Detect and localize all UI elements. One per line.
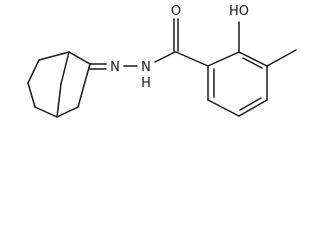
molecule-structure: N N H O HO bbox=[27, 4, 297, 118]
bond bbox=[266, 49, 297, 67]
bond bbox=[77, 63, 91, 108]
bond bbox=[242, 57, 263, 69]
bond bbox=[34, 106, 58, 118]
hydroxyl-label: HO bbox=[229, 4, 249, 19]
bond bbox=[175, 51, 209, 67]
bond bbox=[207, 99, 240, 117]
bond bbox=[238, 99, 268, 117]
bond bbox=[238, 51, 268, 67]
bond bbox=[68, 51, 91, 65]
carbonyl-double-bond bbox=[173, 18, 179, 52]
norbornane-ring bbox=[27, 51, 91, 118]
bond bbox=[56, 106, 79, 118]
bond bbox=[27, 82, 36, 108]
bond bbox=[38, 51, 70, 61]
bond bbox=[239, 97, 262, 111]
carbonyl-oxygen-label: O bbox=[171, 4, 181, 19]
bond bbox=[56, 83, 62, 118]
imine-double-bond bbox=[89, 63, 107, 70]
imine-nitrogen-label: N bbox=[110, 60, 120, 75]
bond bbox=[154, 51, 176, 63]
amide-hydrogen-label: H bbox=[141, 76, 151, 91]
benzene-ring bbox=[207, 51, 268, 117]
amide-nitrogen-label: N bbox=[141, 60, 151, 75]
bond bbox=[27, 59, 40, 84]
bond bbox=[60, 51, 70, 85]
bond bbox=[207, 51, 240, 67]
